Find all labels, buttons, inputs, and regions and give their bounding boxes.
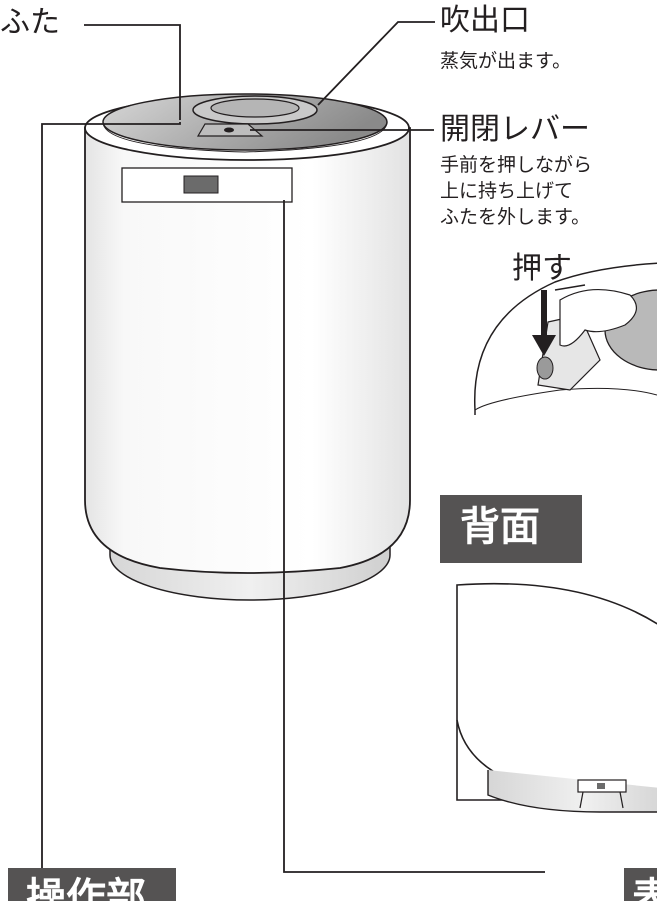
label-lid: ふた [0,5,60,40]
label-outlet-desc: 蒸気が出ます。 [440,50,572,72]
tag-front: 表 [624,868,657,901]
label-lever-desc-3: ふたを外します。 [440,206,591,228]
tag-control-panel: 操作部 [8,868,176,901]
leader-front [283,200,545,873]
label-lever-desc-2: 上に持ち上げて [440,180,574,202]
label-push: 押す [512,251,572,286]
label-lever: 開閉レバー [440,112,590,147]
lever [196,123,264,137]
label-outlet: 吹出口 [440,3,530,38]
tag-back: 背面 [440,495,582,563]
control-panel [121,167,293,203]
leader-lid [84,24,181,120]
leader-outlet [317,21,435,106]
label-lever-desc-1: 手前を押しながら [440,154,593,176]
leader-lines [41,21,545,873]
push-inset [473,262,657,415]
steam-outlet [192,95,318,125]
back-view [456,582,657,813]
leader-control-panel [41,122,181,870]
